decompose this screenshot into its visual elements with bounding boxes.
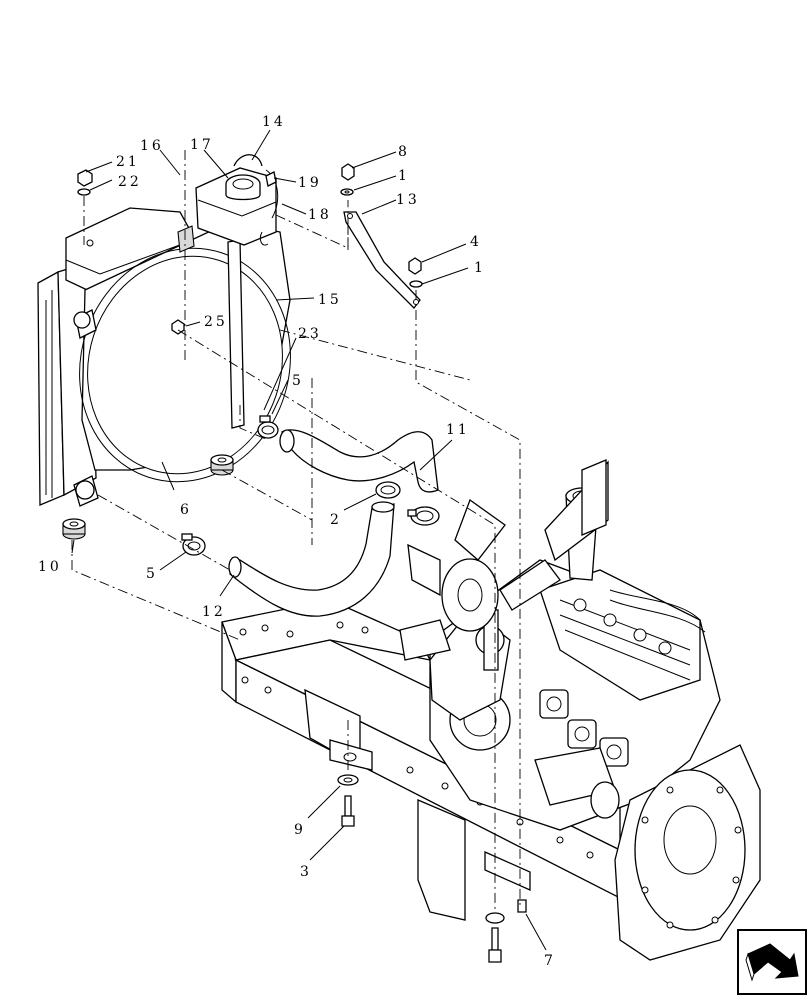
lower-hose-12 (228, 501, 395, 617)
callout-1-lower: 1 (474, 260, 486, 276)
callout-11: 11 (446, 422, 470, 438)
callout-1-upper: 1 (398, 168, 410, 184)
bolt-7 (517, 899, 527, 913)
engine-ports (539, 689, 629, 767)
callout-15: 15 (318, 292, 342, 308)
callout-12: 12 (202, 604, 226, 620)
bolt-21 (77, 169, 93, 187)
washer-1a (340, 188, 354, 196)
upper-hose-11 (279, 429, 439, 493)
engine-frame (221, 599, 621, 921)
assembly-centerlines (71, 150, 521, 910)
bracket-13 (343, 211, 421, 309)
callout-25: 25 (204, 314, 228, 330)
callout-3: 3 (300, 864, 312, 880)
clamp-2-b (407, 506, 440, 526)
clamp-2-a (375, 481, 401, 499)
callout-19: 19 (298, 175, 322, 191)
bolt-lower (488, 927, 502, 963)
callout-21: 21 (116, 154, 140, 170)
callout-14: 14 (262, 114, 286, 130)
expansion-tank (195, 154, 279, 246)
callout-6: 6 (180, 502, 192, 518)
callout-4: 4 (470, 234, 482, 250)
callout-23: 23 (298, 326, 322, 342)
engine-assembly (399, 459, 761, 961)
nut-8 (341, 163, 355, 181)
callout-5-lower: 5 (146, 566, 158, 582)
callout-18: 18 (308, 207, 332, 223)
callout-5-upper: 5 (292, 373, 304, 389)
callout-17: 17 (190, 137, 214, 153)
nut-4 (408, 257, 422, 275)
bolt-3 (341, 795, 355, 827)
callout-7: 7 (544, 953, 556, 969)
callout-22: 22 (118, 174, 142, 190)
mount-upper (210, 454, 234, 476)
callout-10: 10 (38, 559, 62, 575)
bolt-25 (171, 319, 185, 335)
washer-1b (409, 280, 423, 288)
washer-9 (337, 774, 359, 786)
radiator-assembly (37, 207, 291, 507)
hose-clamps (181, 415, 440, 556)
next-page-arrow-icon[interactable] (737, 929, 807, 995)
washer-lower (485, 912, 505, 924)
callout-8: 8 (398, 144, 410, 160)
clip-19 (265, 171, 277, 187)
clamp-5-upper (257, 415, 279, 439)
callout-labels: 21 22 16 17 14 19 18 15 25 23 5 6 10 5 1… (38, 114, 556, 969)
callout-16: 16 (140, 138, 164, 154)
rubber-mounts (62, 454, 234, 540)
callout-2: 2 (330, 512, 342, 528)
callout-13: 13 (396, 192, 420, 208)
callout-9: 9 (294, 822, 306, 838)
mount-10 (62, 518, 86, 540)
fasteners (77, 163, 527, 963)
cooling-fan (399, 498, 561, 661)
washer-22 (77, 188, 91, 196)
leader-lines (71, 129, 547, 951)
clamp-5-lower (181, 533, 206, 556)
